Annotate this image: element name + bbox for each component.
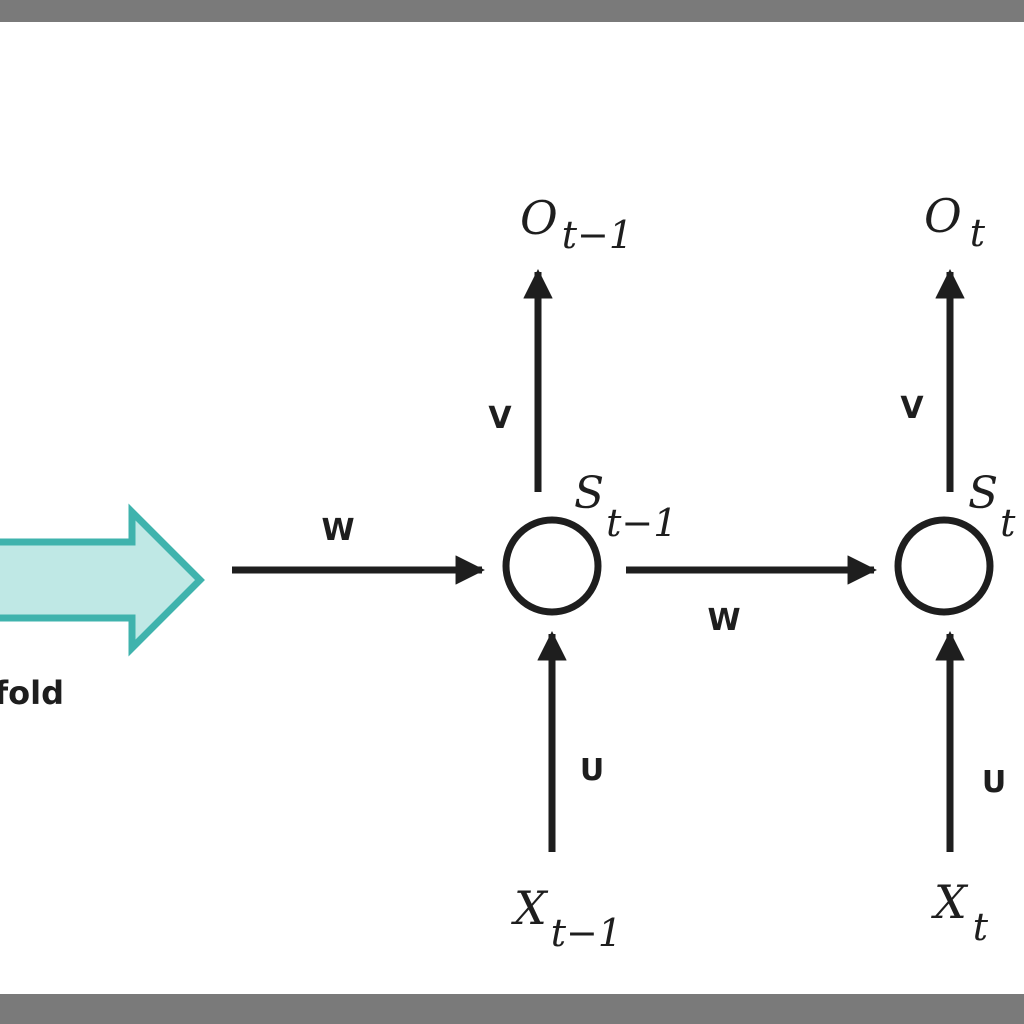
state-symbol-t: S [968, 468, 998, 519]
frame-bottom-border [0, 994, 1024, 1024]
u-label-t: U [982, 765, 1006, 800]
v-label-t-minus-1: V [488, 401, 512, 436]
v-label-t: V [900, 391, 924, 426]
input-symbol-t-minus-1: X [511, 881, 549, 935]
output-subscript-t-minus-1: t−1 [562, 213, 633, 257]
output-symbol-t-minus-1: O [520, 191, 558, 245]
w-label-between: W [707, 603, 740, 638]
state-symbol-t-minus-1: S [574, 468, 604, 519]
w-label-in: W [321, 513, 354, 548]
frame-top-border [0, 0, 1024, 22]
output-subscript-t: t [970, 211, 986, 255]
u-label-t-minus-1: U [580, 753, 604, 788]
unfold-arrow-icon [0, 503, 205, 657]
state-node-t [894, 516, 994, 616]
state-subscript-t-minus-1: t−1 [606, 501, 677, 545]
input-subscript-t: t [973, 905, 989, 949]
state-label-t: St [968, 468, 1016, 545]
state-subscript-t: t [1000, 501, 1016, 545]
state-label-t-minus-1: St−1 [574, 468, 677, 545]
input-symbol-t: X [931, 875, 969, 929]
state-node-t-minus-1 [502, 516, 602, 616]
unfold-label: unfold [0, 674, 64, 712]
input-subscript-t-minus-1: t−1 [551, 911, 622, 955]
output-symbol-t: O [924, 189, 962, 243]
